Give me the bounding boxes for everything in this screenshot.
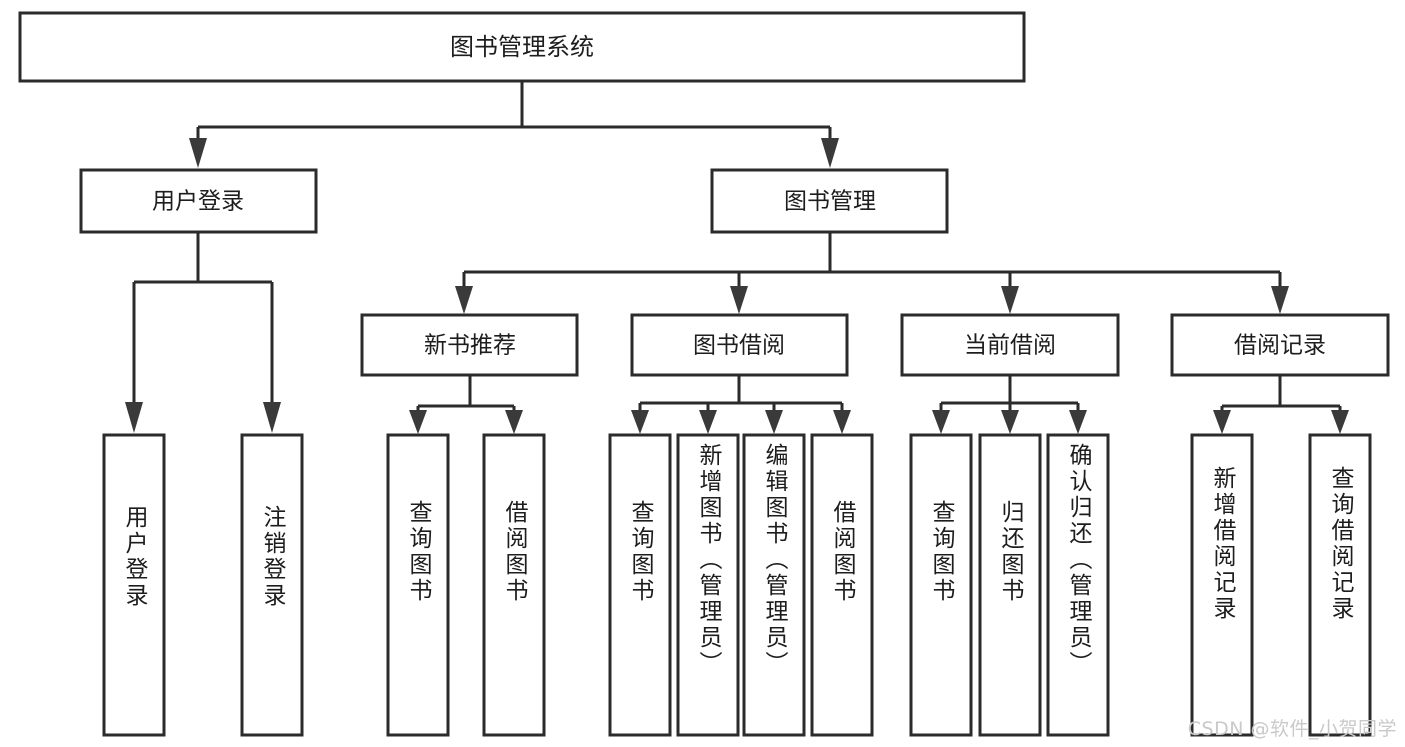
node-user-login-box[interactable] [79, 168, 318, 234]
arrow-head-leaf-confirm-return-admin [1069, 410, 1087, 434]
arrow-head-book-manage [821, 138, 839, 168]
arrow-head-leaf-query-book-2 [631, 410, 649, 434]
node-book-borrow-box[interactable] [630, 313, 849, 377]
node-borrow-record-label: 借阅记录 [1234, 333, 1326, 359]
leaf-box-query-book-1[interactable] [386, 433, 450, 737]
arrow-head-leaf-logout-login [263, 402, 281, 433]
arrow-head-leaf-user-login [125, 402, 143, 433]
leaf-box-add-borrow-record[interactable] [1190, 433, 1254, 737]
arrow-head-leaf-return-book [1001, 410, 1019, 434]
arrow-head-leaf-borrow-book-2 [833, 410, 851, 434]
arrow-head-book-borrow [730, 286, 748, 314]
leaf-box-logout-login[interactable] [240, 433, 304, 737]
arrow-head-current-borrow [1001, 286, 1019, 314]
leaf-box-borrow-book-2[interactable] [810, 433, 874, 737]
node-borrow-record[interactable]: 借阅记录 [1170, 313, 1390, 377]
leaf-box-borrow-book-1[interactable] [482, 433, 546, 737]
leaf-box-confirm-return-admin[interactable] [1046, 433, 1110, 737]
leaf-box-return-book[interactable] [978, 433, 1042, 737]
arrow-head-user-login [189, 138, 207, 168]
node-book-manage-label: 图书管理 [784, 189, 876, 215]
node-current-borrow[interactable]: 当前借阅 [900, 313, 1120, 377]
node-root[interactable]: 图书管理系统 [18, 11, 1026, 83]
node-root-box[interactable] [18, 11, 1026, 83]
leaf-box-query-book-2[interactable] [608, 433, 672, 737]
arrow-head-leaf-query-book-1 [409, 410, 427, 434]
node-root-label: 图书管理系统 [450, 33, 594, 61]
arrow-head-leaf-query-borrow-record [1331, 410, 1349, 434]
node-book-borrow-label: 图书借阅 [693, 333, 785, 359]
arrow-head-new-book-recommend [455, 286, 473, 314]
node-user-login[interactable]: 用户登录 [79, 168, 318, 234]
node-new-book-recommend-box[interactable] [360, 313, 579, 377]
arrow-head-leaf-query-book-3 [932, 410, 950, 434]
node-user-login-label: 用户登录 [152, 189, 244, 215]
leaf-box-user-login[interactable] [102, 433, 166, 737]
node-new-book-recommend[interactable]: 新书推荐 [360, 313, 579, 377]
arrow-head-leaf-borrow-book-1 [505, 410, 523, 434]
leaf-box-layer [102, 433, 1372, 737]
leaf-box-query-book-3[interactable] [909, 433, 973, 737]
connector-layer [125, 81, 1349, 434]
arrow-head-leaf-edit-book-admin [765, 410, 783, 434]
arrow-head-leaf-add-book-admin [699, 410, 717, 434]
arrow-head-leaf-add-borrow-record [1213, 410, 1231, 434]
arrow-head-borrow-record [1271, 286, 1289, 314]
leaf-box-query-borrow-record[interactable] [1308, 433, 1372, 737]
leaf-box-add-book-admin[interactable] [676, 433, 740, 737]
node-book-manage-box[interactable] [710, 168, 949, 234]
node-book-borrow[interactable]: 图书借阅 [630, 313, 849, 377]
leaf-box-edit-book-admin[interactable] [742, 433, 806, 737]
node-book-manage[interactable]: 图书管理 [710, 168, 949, 234]
node-new-book-recommend-label: 新书推荐 [424, 333, 516, 359]
node-current-borrow-label: 当前借阅 [964, 333, 1056, 359]
node-borrow-record-box[interactable] [1170, 313, 1390, 377]
node-current-borrow-box[interactable] [900, 313, 1120, 377]
